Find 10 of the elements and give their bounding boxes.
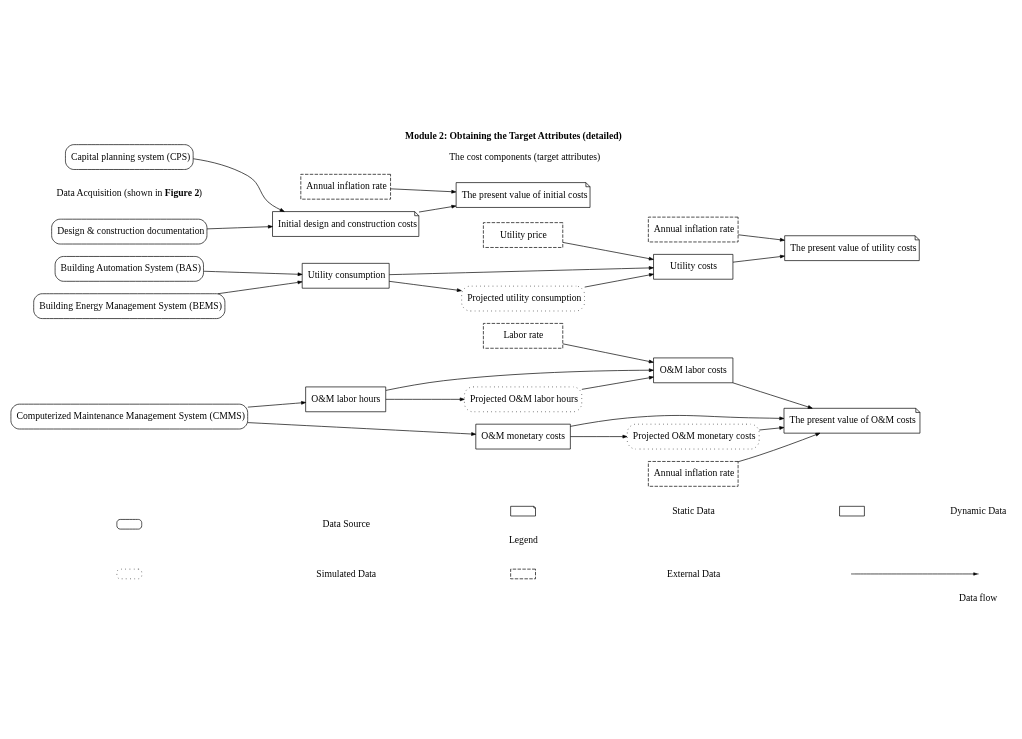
- label: Data Acquisition (shown in Figure 2): [56, 186, 202, 198]
- legend-label: Data flow: [958, 591, 998, 603]
- legend-label: External Data: [666, 567, 721, 579]
- legend-label: Data Source: [322, 517, 371, 529]
- label: Legend: [508, 533, 538, 545]
- legend-label: Simulated Data: [316, 567, 377, 579]
- legend-label: Dynamic Data: [950, 504, 1007, 516]
- diagram-title: Module 2: Obtaining the Target Attributes (detailed): [405, 129, 622, 141]
- label: The cost components (target attributes): [449, 150, 601, 162]
- legend-label: Static Data: [672, 504, 715, 516]
